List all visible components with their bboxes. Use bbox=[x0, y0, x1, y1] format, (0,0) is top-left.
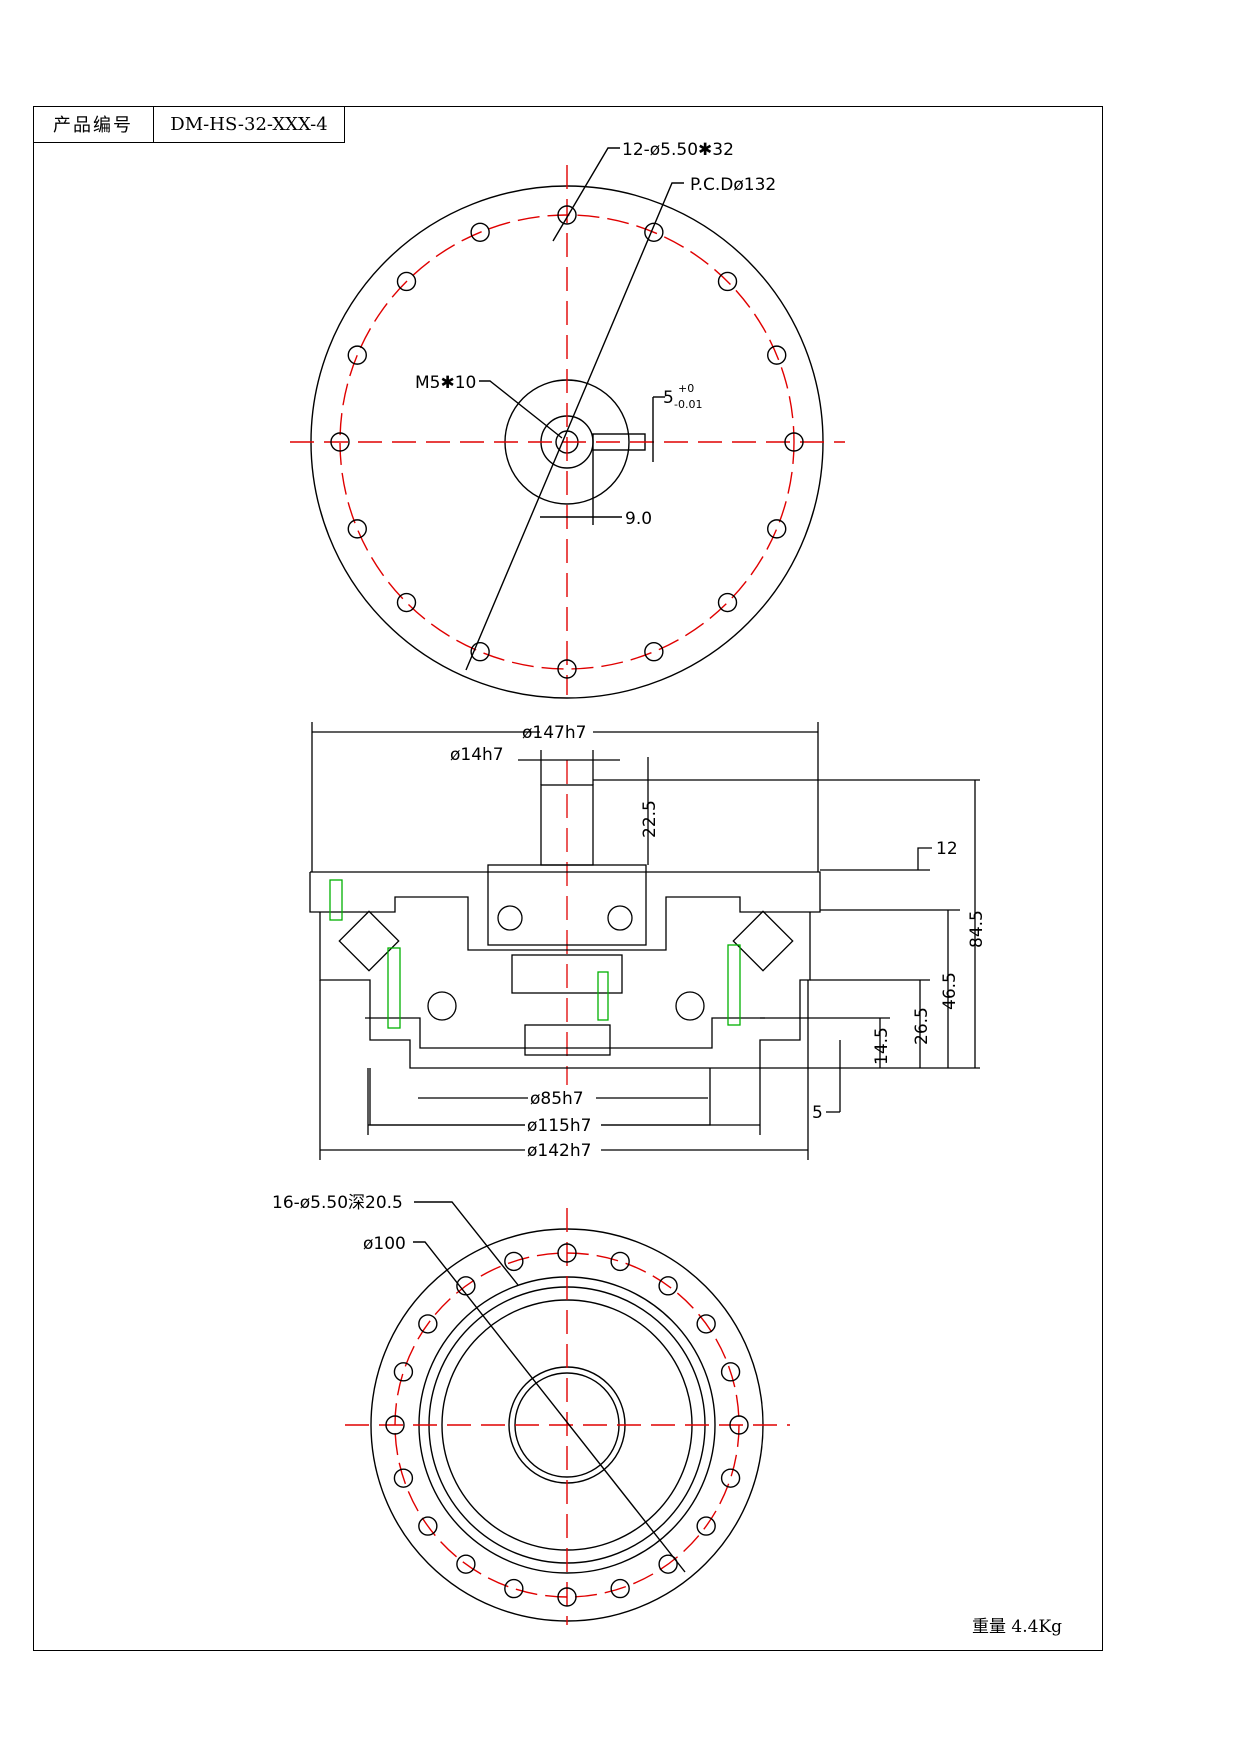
top-key-width: 5 bbox=[663, 388, 674, 408]
bottom-pcd-callout: ø100 bbox=[363, 1234, 406, 1254]
bottom-hole-16 bbox=[393, 1362, 414, 1382]
side-ball-l bbox=[427, 991, 457, 1021]
dim-84-5-label: 84.5 bbox=[967, 910, 987, 948]
top-hole-10 bbox=[396, 592, 417, 613]
bottom-hole-17 bbox=[418, 1314, 438, 1334]
side-screw-tl bbox=[329, 879, 343, 921]
top-key-tol-upper: +0 bbox=[678, 382, 694, 395]
top-hole-0 bbox=[557, 205, 577, 225]
bottom-mounting-holes bbox=[385, 1243, 749, 1607]
bottom-hole-7 bbox=[696, 1516, 716, 1536]
top-hole-12 bbox=[330, 432, 350, 452]
dim-14-label: ø14h7 bbox=[450, 745, 504, 765]
top-thread-callout: M5✱10 bbox=[415, 373, 476, 393]
product-number-label: 产品编号 bbox=[33, 106, 154, 142]
bottom-view bbox=[345, 1201, 790, 1625]
product-number-value: DM-HS-32-XXX-4 bbox=[170, 113, 328, 135]
dim-147-label: ø147h7 bbox=[522, 723, 586, 743]
side-circular-spline bbox=[365, 1017, 765, 1049]
top-view bbox=[290, 147, 845, 699]
top-hole-4 bbox=[784, 432, 804, 452]
bottom-hole-2 bbox=[658, 1276, 678, 1296]
side-bearing-r bbox=[607, 905, 633, 931]
bottom-hole-6 bbox=[720, 1468, 741, 1488]
side-cross-roller-r bbox=[732, 910, 794, 972]
side-input-bearing bbox=[524, 1024, 611, 1056]
bottom-hole-0 bbox=[557, 1243, 577, 1263]
bottom-hole-callout: 16-ø5.50深20.5 bbox=[272, 1193, 403, 1213]
side-screw-c bbox=[597, 971, 609, 1021]
weight-label: 重量 4.4Kg bbox=[972, 1617, 1063, 1637]
top-hole-2 bbox=[717, 271, 738, 292]
dim-26-5-label: 26.5 bbox=[912, 1007, 932, 1045]
bottom-hole-10 bbox=[557, 1587, 577, 1607]
dim-142-bg bbox=[525, 1142, 601, 1160]
dim-46-5-label: 46.5 bbox=[940, 972, 960, 1010]
side-top-flange bbox=[309, 871, 821, 951]
top-hole-13 bbox=[347, 345, 367, 365]
top-thread-leader bbox=[479, 380, 563, 439]
top-hole-8 bbox=[557, 659, 577, 679]
top-pcd-leader bbox=[465, 182, 684, 671]
side-ball-r bbox=[675, 991, 705, 1021]
dim-5-label: 5 bbox=[812, 1103, 823, 1123]
top-hole-9 bbox=[470, 642, 490, 662]
bottom-hole-5 bbox=[729, 1415, 749, 1435]
bottom-hole-3 bbox=[696, 1314, 716, 1334]
dim-12-leader bbox=[917, 847, 932, 870]
bottom-hole-8 bbox=[658, 1554, 678, 1574]
side-wave-gen bbox=[511, 954, 623, 994]
side-screw-mr bbox=[727, 944, 741, 1026]
dim-142-label: ø142h7 bbox=[527, 1141, 591, 1161]
bottom-hole-4 bbox=[720, 1362, 741, 1382]
bottom-hole-15 bbox=[385, 1415, 405, 1435]
top-key-tol-lower: -0.01 bbox=[674, 398, 702, 411]
bottom-hole-11 bbox=[504, 1578, 524, 1599]
side-bearing-l bbox=[497, 905, 523, 931]
top-mounting-holes bbox=[330, 205, 804, 679]
side-body bbox=[319, 912, 811, 1069]
side-fasteners bbox=[329, 879, 741, 1029]
bottom-hole-14 bbox=[393, 1468, 414, 1488]
bottom-hole-leader bbox=[414, 1201, 519, 1286]
dim-115-bg bbox=[525, 1117, 601, 1135]
drawing-frame bbox=[33, 106, 1103, 1651]
bottom-hole-13 bbox=[418, 1516, 438, 1536]
top-hole-14 bbox=[396, 271, 417, 292]
top-key-depth: 9.0 bbox=[625, 509, 652, 529]
dim-147-bg bbox=[540, 724, 593, 742]
top-hole-7 bbox=[644, 642, 664, 662]
bottom-hole-12 bbox=[456, 1554, 476, 1574]
side-view bbox=[309, 722, 980, 1160]
bottom-pcd-leader bbox=[413, 1241, 686, 1573]
dim-115-label: ø115h7 bbox=[527, 1116, 591, 1136]
side-hub bbox=[487, 864, 647, 946]
title-block: 产品编号 DM-HS-32-XXX-4 bbox=[33, 106, 345, 143]
top-hole-6 bbox=[717, 592, 738, 613]
bottom-hole-19 bbox=[504, 1251, 524, 1272]
dim-22-5-label: 22.5 bbox=[640, 800, 660, 838]
top-hole-5 bbox=[767, 519, 787, 539]
top-hole-11 bbox=[347, 519, 367, 539]
dim-85-label: ø85h7 bbox=[530, 1089, 584, 1109]
top-hole-callout: 12-ø5.50✱32 bbox=[622, 140, 734, 160]
top-hole-1 bbox=[644, 222, 664, 242]
side-screw-ml bbox=[387, 947, 401, 1029]
bottom-hole-9 bbox=[610, 1578, 630, 1599]
dim-85-bg bbox=[528, 1090, 596, 1108]
top-hole-3 bbox=[767, 345, 787, 365]
top-hole-15 bbox=[470, 222, 490, 242]
dim-14-5-label: 14.5 bbox=[872, 1027, 892, 1065]
top-pcd-callout: P.C.Dø132 bbox=[690, 175, 776, 195]
bottom-hole-1 bbox=[610, 1251, 630, 1272]
side-cross-roller-l bbox=[338, 910, 400, 972]
dim-12-label: 12 bbox=[936, 839, 958, 859]
top-hole-leader bbox=[552, 147, 620, 242]
